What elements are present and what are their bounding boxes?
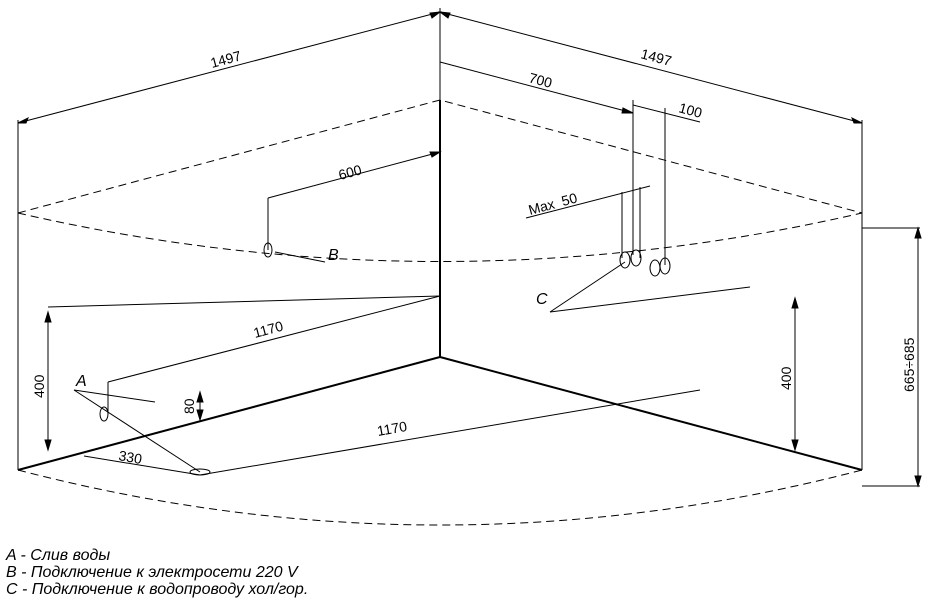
dim-socket-offset: 600	[337, 161, 364, 183]
floor-edge-right	[439, 356, 863, 471]
drain-outlet-icon	[189, 468, 211, 476]
dim-max-spacing: Max 50	[527, 189, 579, 217]
dim-connection-spacing: 100	[677, 99, 704, 121]
legend-item-b: B - Подключение к электросети 220 V	[6, 564, 298, 581]
dim-right-length: 1497	[639, 45, 673, 69]
dim-right-height: 400	[778, 366, 794, 390]
dim-left-height: 400	[31, 374, 47, 398]
label-c: C	[536, 291, 548, 308]
water-inlet-hot-icon	[649, 259, 661, 277]
tub-base-outline	[17, 469, 863, 526]
socket-b-icon	[263, 242, 273, 258]
tub-rim-outline	[17, 99, 863, 214]
dim-left-length: 1497	[209, 47, 243, 71]
legend-item-a: A - Слив воды	[6, 547, 111, 564]
dim-drain-offset: 330	[117, 447, 143, 467]
drain-a-icon	[99, 406, 109, 422]
dim-connection-offset: 700	[527, 69, 554, 91]
water-inlet-cold-icon	[619, 251, 631, 269]
dim-drain-distance-left: 1170	[252, 318, 285, 341]
floor-edge-left	[17, 356, 441, 471]
legend-item-c: C - Подключение к водопроводу хол/гор.	[6, 581, 309, 598]
legend: A - Слив воды B - Подключение к электрос…	[6, 547, 308, 598]
bathtub-connection-diagram: 1497 1497 700 100 600 Max 50 400 400 80 …	[17, 8, 922, 526]
dim-drain-height: 80	[181, 398, 197, 414]
dim-overall-height: 665÷685	[901, 337, 917, 392]
label-b: B	[328, 247, 339, 264]
dim-drain-distance-right: 1170	[376, 418, 409, 439]
label-a: A	[75, 373, 87, 390]
